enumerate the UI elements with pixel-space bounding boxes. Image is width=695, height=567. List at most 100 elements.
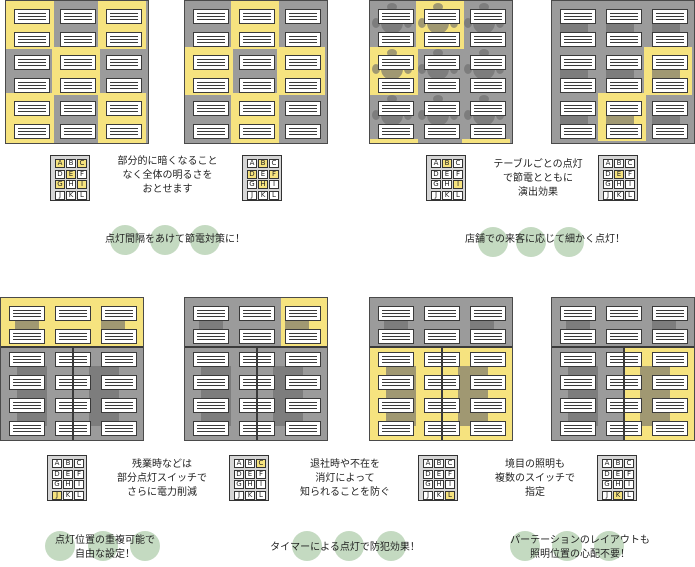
- fixture-line: [382, 82, 410, 83]
- fixture-line: [13, 428, 41, 429]
- fixture-line: [382, 108, 410, 109]
- fixture-line: [197, 105, 225, 106]
- fixture-line: [59, 313, 87, 314]
- fixture-line: [610, 333, 638, 334]
- switch-key-g: G: [247, 180, 257, 189]
- light-fixture: [285, 398, 321, 413]
- fixture-line: [289, 36, 317, 37]
- switch-key-d: D: [52, 469, 62, 479]
- switch-key-f: F: [77, 169, 87, 179]
- fixture-line: [656, 131, 684, 132]
- light-fixture: [560, 78, 596, 93]
- light-fixture: [14, 101, 50, 116]
- light-fixture: [285, 78, 321, 93]
- fixture-line: [13, 408, 41, 409]
- light-fixture: [560, 329, 596, 344]
- fixture-line: [610, 313, 638, 314]
- switch-key-c: C: [77, 159, 87, 168]
- fixture-line: [289, 42, 317, 43]
- fixture-line: [13, 382, 41, 383]
- switch-key-l: L: [625, 190, 635, 200]
- light-fixture: [606, 306, 642, 321]
- fixture-line: [197, 39, 225, 40]
- switch-key-j: J: [52, 490, 62, 500]
- fixture-line: [105, 336, 133, 337]
- switch-key-e: E: [614, 169, 624, 179]
- fixture-line: [610, 339, 638, 340]
- switch-key-f: F: [453, 169, 463, 179]
- switch-key-i: I: [74, 480, 84, 489]
- light-fixture: [652, 101, 688, 116]
- light-fixture: [9, 375, 45, 390]
- switch-key-l: L: [256, 490, 266, 500]
- fixture-line: [428, 85, 456, 86]
- light-fixture: [9, 398, 45, 413]
- light-fixture: [470, 32, 506, 47]
- light-fixture: [652, 306, 688, 321]
- switch-key-a: A: [603, 159, 613, 168]
- fixture-line: [656, 108, 684, 109]
- fixture-line: [474, 356, 502, 357]
- fixture-line: [656, 362, 684, 363]
- switch-key-h: H: [434, 480, 444, 489]
- light-fixture: [193, 329, 229, 344]
- fixture-line: [110, 88, 138, 89]
- switch-key-d: D: [603, 169, 613, 179]
- fixture-line: [382, 385, 410, 386]
- switch-key-a: A: [234, 459, 244, 468]
- fixture-line: [243, 105, 271, 106]
- switch-key-b: B: [258, 159, 268, 168]
- fixture-line: [474, 16, 502, 17]
- switch-key-g: G: [55, 180, 65, 189]
- fixture-line: [13, 356, 41, 357]
- light-fixture: [60, 9, 96, 24]
- fixture-line: [474, 310, 502, 311]
- switch-key-h: H: [613, 480, 623, 489]
- bubble-circle: [516, 227, 546, 257]
- fixture-line: [243, 333, 271, 334]
- switch-key-a: A: [423, 459, 433, 468]
- light-fixture: [239, 124, 275, 139]
- fixture-line: [656, 428, 684, 429]
- fixture-line: [564, 134, 592, 135]
- light-fixture: [101, 352, 137, 367]
- lighting-panel-overtime: [0, 297, 144, 441]
- bubble-circle: [190, 225, 220, 255]
- fixture-line: [656, 382, 684, 383]
- fixture-line: [64, 108, 92, 109]
- fixture-line: [428, 16, 456, 17]
- fixture-line: [564, 108, 592, 109]
- fixture-line: [197, 42, 225, 43]
- fixture-line: [474, 134, 502, 135]
- fixture-line: [105, 428, 133, 429]
- fixture-line: [428, 128, 456, 129]
- light-fixture: [239, 32, 275, 47]
- fixture-line: [428, 134, 456, 135]
- fixture-line: [64, 62, 92, 63]
- fixture-line: [243, 85, 271, 86]
- fixture-line: [18, 59, 46, 60]
- chair-shape: [387, 49, 397, 57]
- light-fixture: [193, 55, 229, 70]
- light-fixture: [285, 421, 321, 436]
- light-fixture: [470, 352, 506, 367]
- fixture-line: [105, 310, 133, 311]
- chair-shape: [464, 18, 472, 28]
- fixture-line: [197, 65, 225, 66]
- light-fixture: [560, 32, 596, 47]
- fixture-line: [243, 310, 271, 311]
- fixture-line: [610, 111, 638, 112]
- fixture-line: [564, 382, 592, 383]
- fixture-line: [197, 402, 225, 403]
- fixture-line: [197, 36, 225, 37]
- switch-key-i: I: [256, 480, 266, 489]
- fixture-line: [656, 59, 684, 60]
- fixture-line: [105, 408, 133, 409]
- fixture-line: [564, 425, 592, 426]
- light-fixture: [193, 352, 229, 367]
- fixture-line: [243, 111, 271, 112]
- fixture-line: [110, 128, 138, 129]
- fixture-line: [105, 359, 133, 360]
- chair-shape: [433, 3, 443, 11]
